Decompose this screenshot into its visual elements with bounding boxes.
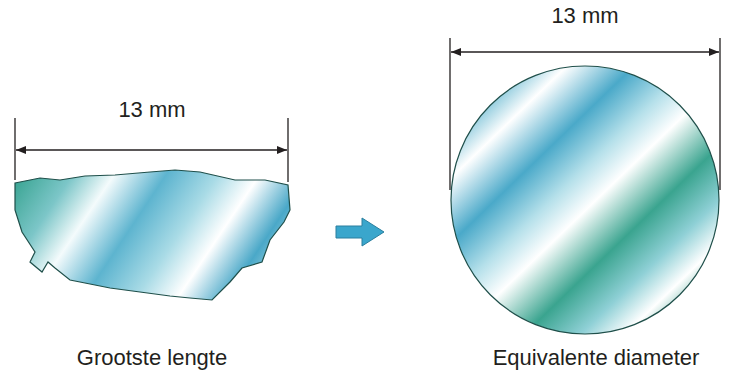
caption-label: Equivalente diameter bbox=[493, 346, 700, 370]
dimension-label: 13 mm bbox=[551, 4, 618, 28]
caption-label: Grootste lengte bbox=[77, 346, 227, 370]
equivalent-circle bbox=[451, 66, 719, 334]
irregular-particle bbox=[15, 170, 290, 300]
dimension-label: 13 mm bbox=[118, 98, 185, 122]
transform-arrow bbox=[336, 218, 384, 246]
